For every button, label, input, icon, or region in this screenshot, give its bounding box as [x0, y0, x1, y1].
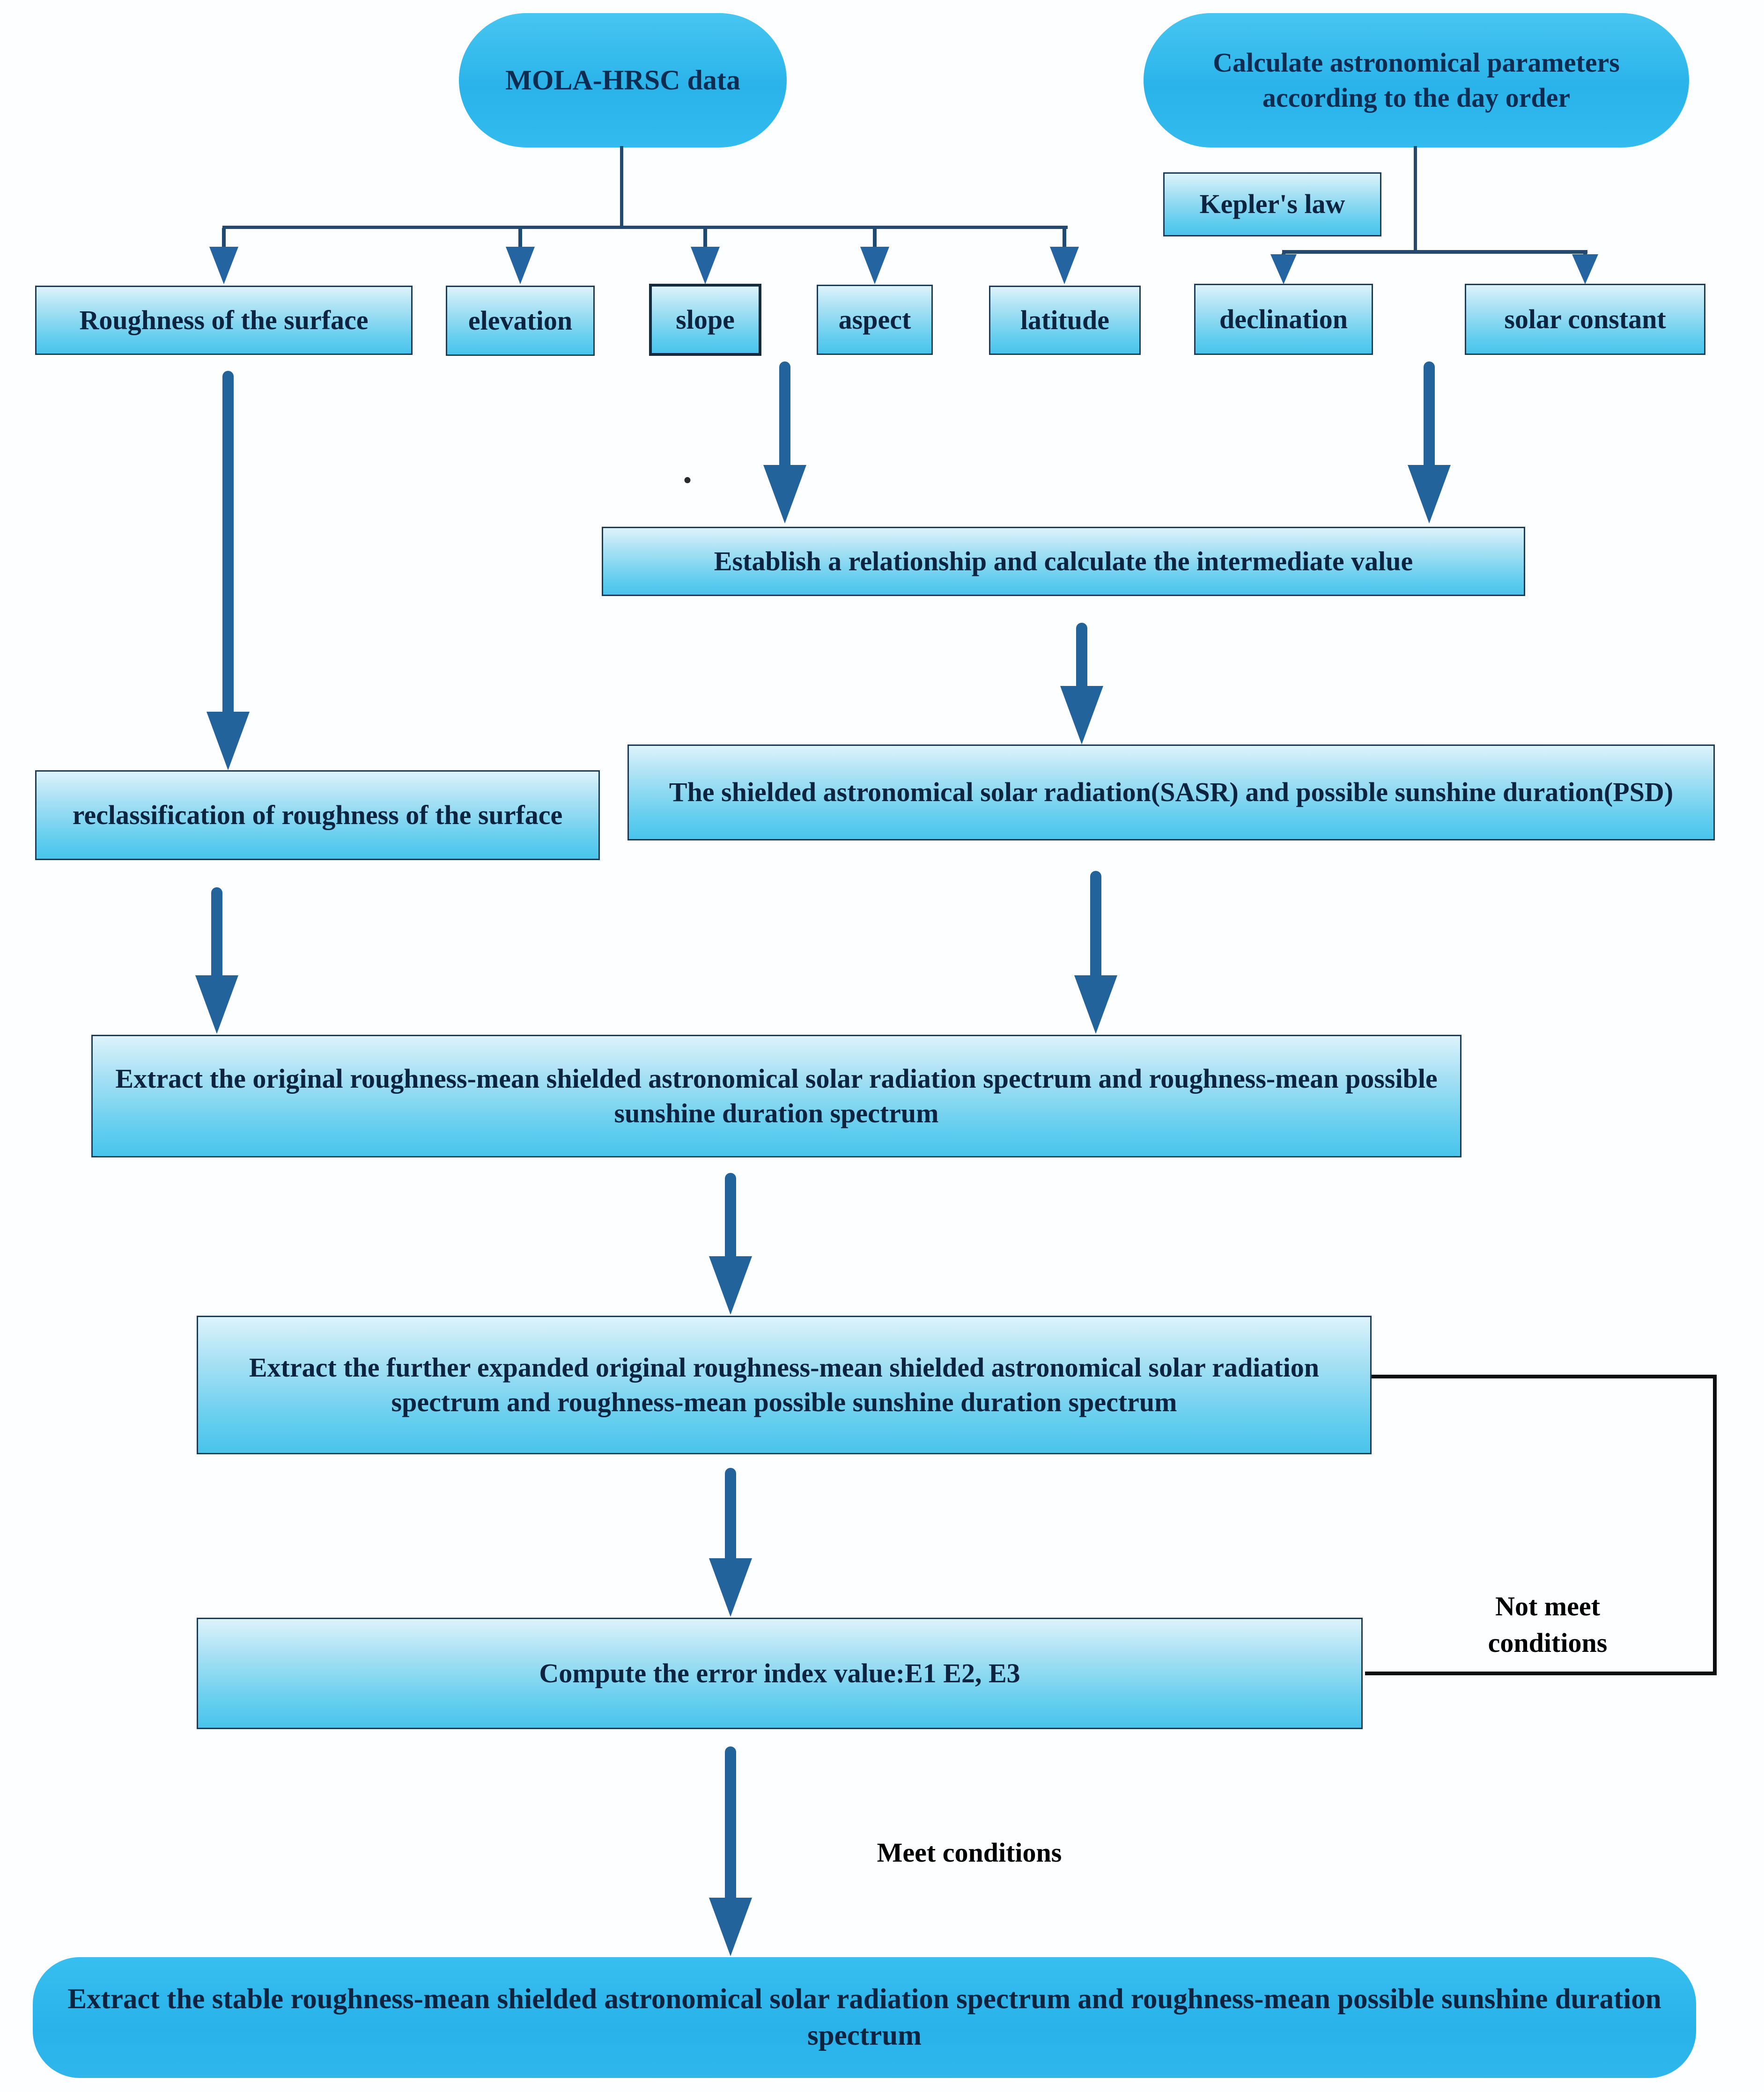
arrowhead-icon	[763, 465, 806, 523]
arrow-shaft	[1076, 623, 1087, 686]
arrow-shaft	[222, 371, 234, 712]
node-compute-error-index: Compute the error index value:E1 E2, E3	[197, 1618, 1363, 1729]
node-aspect: aspect	[817, 285, 933, 355]
node-slope: slope	[649, 284, 761, 356]
node-calculate-astronomical-parameters: Calculate astronomical parameters accord…	[1144, 13, 1689, 147]
arrow-roughness-to-reclassification	[207, 371, 250, 770]
arrow-shaft	[725, 1746, 736, 1898]
arrow-to-declination	[1270, 253, 1297, 284]
arrow-shaft	[873, 228, 877, 247]
arrow-shaft	[779, 361, 790, 465]
arrow-to-slope	[691, 228, 720, 284]
arrow-astroparams-to-establish	[1408, 361, 1451, 523]
node-latitude: latitude	[989, 286, 1141, 355]
node-elevation: elevation	[446, 286, 595, 356]
arrow-terrain-to-establish	[763, 361, 806, 523]
arrow-shaft	[1583, 253, 1587, 254]
node-solar-constant: solar constant	[1465, 284, 1705, 355]
node-reclassification-roughness: reclassification of roughness of the sur…	[35, 770, 600, 860]
label-not-meet-conditions: Not meet conditions	[1488, 1591, 1608, 1658]
arrow-shaft	[1063, 228, 1066, 247]
arrowhead-icon	[209, 247, 238, 284]
node-establish-relationship: Establish a relationship and calculate t…	[602, 527, 1525, 596]
arrow-to-elevation	[506, 228, 535, 284]
arrowhead-icon	[1408, 465, 1451, 523]
arrow-extract-to-expanded	[709, 1173, 752, 1315]
arrowhead-icon	[1060, 686, 1103, 744]
connector-calc-branch-bar	[1282, 250, 1587, 254]
connector-calc-stem	[1414, 146, 1417, 252]
node-sasr-psd: The shielded astronomical solar radiatio…	[627, 744, 1715, 840]
arrow-shaft	[1282, 253, 1285, 254]
arrow-shaft	[703, 228, 707, 247]
arrow-shaft	[1424, 361, 1435, 465]
feedback-loop-bottom-segment	[1365, 1672, 1717, 1675]
node-extract-stable-spectrum: Extract the stable roughness-mean shield…	[33, 1957, 1696, 2078]
node-roughness-of-the-surface: Roughness of the surface	[35, 286, 413, 355]
arrow-establish-to-sasr	[1060, 623, 1103, 744]
arrow-to-aspect	[860, 228, 889, 284]
connector-mola-branch-bar	[222, 226, 1068, 229]
arrow-shaft	[222, 228, 226, 247]
feedback-loop-right-segment	[1713, 1375, 1717, 1675]
arrowhead-icon	[207, 712, 250, 770]
arrow-compute-to-final	[709, 1746, 752, 1956]
arrowhead-icon	[1074, 975, 1117, 1034]
arrowhead-icon	[691, 247, 720, 284]
arrowhead-icon	[506, 247, 535, 284]
arrowhead-icon	[709, 1558, 752, 1617]
arrowhead-icon	[1050, 247, 1079, 284]
arrow-shaft	[211, 887, 222, 975]
arrow-sasr-to-extract	[1074, 871, 1117, 1034]
arrow-to-solar-constant	[1572, 253, 1598, 284]
node-keplers-law: Kepler's law	[1163, 172, 1381, 236]
arrowhead-icon	[195, 975, 238, 1034]
arrow-reclass-to-extract	[195, 887, 238, 1034]
arrow-shaft	[725, 1173, 736, 1256]
arrowhead-icon	[709, 1256, 752, 1315]
arrow-shaft	[725, 1468, 736, 1558]
arrow-to-latitude	[1050, 228, 1079, 284]
arrowhead-icon	[860, 247, 889, 284]
arrow-to-roughness	[209, 228, 238, 284]
node-declination: declination	[1194, 284, 1373, 355]
node-extract-original-spectrum: Extract the original roughness-mean shie…	[91, 1035, 1461, 1157]
arrowhead-icon	[709, 1898, 752, 1956]
node-mola-hrsc-data: MOLA-HRSC data	[459, 13, 787, 147]
arrow-shaft	[518, 228, 522, 247]
arrowhead-icon	[1270, 254, 1297, 284]
arrow-expanded-to-compute	[709, 1468, 752, 1617]
feedback-loop-top-segment	[1372, 1375, 1717, 1378]
stray-dot-mark: .	[683, 450, 692, 491]
arrow-shaft	[1090, 871, 1101, 975]
arrowhead-icon	[1572, 254, 1598, 284]
node-extract-expanded-spectrum: Extract the further expanded original ro…	[197, 1316, 1372, 1454]
label-meet-conditions: Meet conditions	[877, 1837, 1062, 1868]
connector-mola-stem	[620, 146, 623, 228]
